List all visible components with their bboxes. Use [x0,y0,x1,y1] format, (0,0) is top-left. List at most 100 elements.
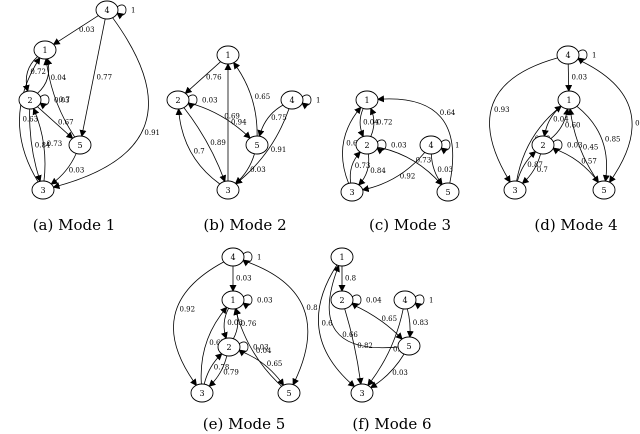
node-label: 1 [230,296,235,305]
edge-3-to-1 [19,57,41,183]
node-ellipse [355,90,379,110]
node-2: 2 [531,135,555,155]
edge-label: 0.75 [271,114,287,122]
edge-label: 0.87 [527,161,543,169]
edge-label: 0.03 [253,344,269,352]
edge-label: 1 [257,254,261,262]
node-ellipse [355,135,379,155]
node-label: 2 [175,96,180,105]
edge-3-to-2 [349,151,361,184]
node-2: 2 [355,135,379,155]
edge-4-to-5 [406,308,414,338]
node-ellipse [68,135,92,155]
node-4: 4 [221,247,245,267]
edge-3-to-1 [342,106,362,184]
node-ellipse [280,90,304,110]
edge-label: 0.92 [180,305,196,313]
node-label: 3 [349,188,354,197]
edge-label: 0.04 [51,74,67,82]
node-ellipse [556,45,580,65]
edge-label: 0.76 [241,320,257,328]
edge-label: 0.65 [382,315,398,323]
edge-3-to-2 [517,150,537,182]
node-ellipse [245,135,269,155]
node-5: 5 [592,180,616,200]
edge-label: 0.03 [79,26,95,34]
node-1: 1 [221,290,245,310]
edge-label: 0.84 [370,167,386,175]
edge-5-to-1 [377,95,454,184]
edge-label: 0.03 [69,167,85,175]
node-ellipse [95,0,119,20]
node-ellipse [557,90,581,110]
node-label: 1 [42,46,47,55]
edge-label: 1 [131,7,135,15]
node-ellipse [503,180,527,200]
node-ellipse [277,383,301,403]
edge-5-to-3 [50,153,77,185]
edge-1-to-2 [184,61,221,94]
edge-5-to-3 [234,153,255,185]
edge-label: 0.93 [494,106,510,114]
edge-label: 0.04 [363,119,379,127]
node-2: 2 [18,90,42,110]
node-ellipse [397,336,421,356]
node-5: 5 [245,135,269,155]
edge-2-to-5 [188,102,251,139]
edge-label: 0.64 [635,120,640,128]
node-ellipse [217,337,241,357]
edge-2-to-2 [351,294,362,310]
edge-label: 0.6 [322,320,334,328]
caption-mode4: (d) Mode 4 [534,216,617,234]
node-3: 3 [503,180,527,200]
node-ellipse [592,180,616,200]
node-ellipse [18,90,42,110]
edge-label: 0.63 [346,140,362,148]
node-1: 1 [33,40,57,60]
node-label: 4 [289,96,294,105]
node-ellipse [221,247,245,267]
node-ellipse [419,135,443,155]
node-label: 5 [77,141,82,150]
node-label: 5 [445,188,450,197]
caption-mode5: (e) Mode 5 [203,415,286,433]
node-label: 3 [40,186,45,195]
panel-mode4: 10.030.930.640.600.040.030.630.870.70.57… [489,45,640,200]
node-label: 5 [406,342,411,351]
edge-2-to-2 [376,139,387,155]
node-ellipse [436,182,460,202]
node-ellipse [340,182,364,202]
edge-2-to-3 [358,153,370,186]
node-label: 4 [402,296,407,305]
edge-label: 0.77 [97,74,113,82]
edge-4-to-3 [367,308,404,387]
edge-label: 1 [455,142,459,150]
node-label: 4 [104,6,109,15]
edge-label: 0.04 [366,297,382,305]
node-ellipse [330,290,354,310]
edge-label: 0.94 [231,119,247,127]
edge-label: 0.66 [342,331,358,339]
edge-3-to-2 [32,107,46,182]
edge-5-to-1 [43,58,76,138]
edge-4-to-3 [52,17,149,190]
edge-1-to-2 [220,308,229,340]
edge-4-to-5 [79,18,106,138]
node-5: 5 [277,383,301,403]
edge-label: 1 [592,52,596,60]
node-label: 2 [339,296,344,305]
edge-2-to-3 [183,107,227,183]
edge-label: 0.03 [54,97,70,105]
edge-3-to-1 [516,105,562,182]
edge-label: 0.72 [377,119,393,127]
edge-label: 0.69 [224,112,240,120]
edge-label: 1 [429,297,433,305]
edge-label: 0.83 [413,319,429,327]
edge-4-to-4 [301,94,312,110]
edge-label: 0.03 [567,142,583,150]
edge-label: 0.91 [144,129,160,137]
